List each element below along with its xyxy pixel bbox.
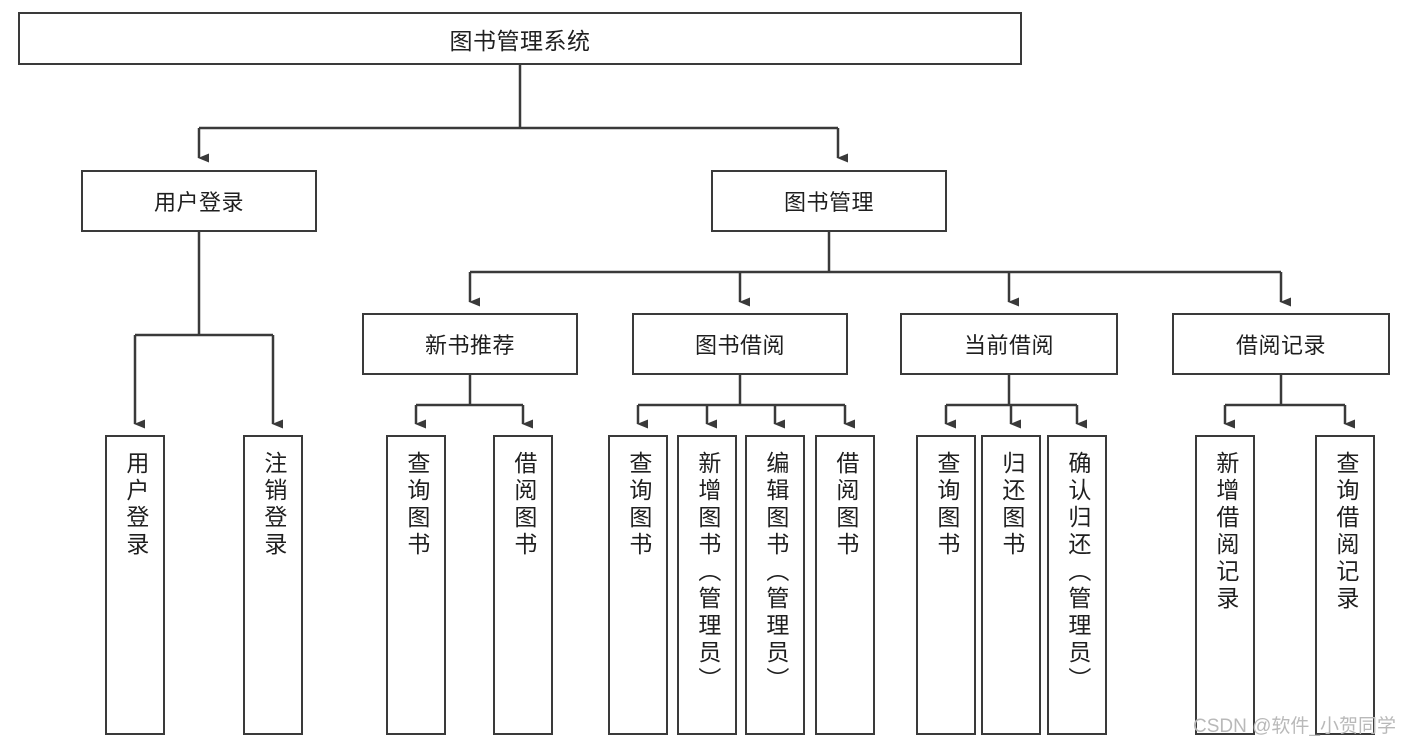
node-leaf-return-book-label: 归还图书 (998, 451, 1025, 559)
csdn-watermark: CSDN @软件_小贺同学 (1193, 716, 1396, 737)
node-leaf-query-book-1-label: 查询图书 (403, 451, 430, 559)
node-leaf-user-login-label: 用户登录 (122, 451, 149, 559)
node-leaf-borrow-book-2-label: 借阅图书 (832, 451, 859, 559)
node-leaf-edit-book-label: 编辑图书（管理员） (762, 451, 789, 694)
node-leaf-confirm-return-label: 确认归还（管理员） (1064, 451, 1091, 694)
node-borrow-record-label: 借阅记录 (1235, 333, 1326, 358)
node-current-borrow[interactable]: 当前借阅 (900, 313, 1118, 375)
node-leaf-borrow-book-1[interactable]: 借阅图书 (493, 435, 553, 735)
node-new-book-recommend-label: 新书推荐 (424, 333, 515, 358)
node-book-management-label: 图书管理 (783, 190, 874, 215)
node-leaf-query-borrow-record[interactable]: 查询借阅记录 (1315, 435, 1375, 735)
node-leaf-query-book-2[interactable]: 查询图书 (608, 435, 668, 735)
node-leaf-add-borrow-record-label: 新增借阅记录 (1212, 451, 1239, 613)
node-new-book-recommend[interactable]: 新书推荐 (362, 313, 578, 375)
node-leaf-confirm-return[interactable]: 确认归还（管理员） (1047, 435, 1107, 735)
node-leaf-add-book[interactable]: 新增图书（管理员） (677, 435, 737, 735)
node-book-borrow-label: 图书借阅 (694, 333, 785, 358)
node-leaf-query-book-3[interactable]: 查询图书 (916, 435, 976, 735)
node-root-label: 图书管理系统 (449, 27, 591, 54)
node-current-borrow-label: 当前借阅 (963, 333, 1054, 358)
node-leaf-return-book[interactable]: 归还图书 (981, 435, 1041, 735)
node-leaf-add-book-label: 新增图书（管理员） (694, 451, 721, 694)
node-book-management[interactable]: 图书管理 (711, 170, 947, 232)
node-leaf-user-logout[interactable]: 注销登录 (243, 435, 303, 735)
node-leaf-edit-book[interactable]: 编辑图书（管理员） (745, 435, 805, 735)
node-user-login-label: 用户登录 (153, 190, 244, 215)
node-leaf-query-borrow-record-label: 查询借阅记录 (1332, 451, 1359, 613)
node-leaf-borrow-book-2[interactable]: 借阅图书 (815, 435, 875, 735)
node-leaf-add-borrow-record[interactable]: 新增借阅记录 (1195, 435, 1255, 735)
node-leaf-user-logout-label: 注销登录 (260, 451, 287, 559)
node-book-borrow[interactable]: 图书借阅 (632, 313, 848, 375)
node-leaf-borrow-book-1-label: 借阅图书 (510, 451, 537, 559)
node-root[interactable]: 图书管理系统 (18, 12, 1022, 65)
node-leaf-query-book-1[interactable]: 查询图书 (386, 435, 446, 735)
node-leaf-user-login[interactable]: 用户登录 (105, 435, 165, 735)
node-leaf-query-book-3-label: 查询图书 (933, 451, 960, 559)
node-borrow-record[interactable]: 借阅记录 (1172, 313, 1390, 375)
node-user-login[interactable]: 用户登录 (81, 170, 317, 232)
node-leaf-query-book-2-label: 查询图书 (625, 451, 652, 559)
